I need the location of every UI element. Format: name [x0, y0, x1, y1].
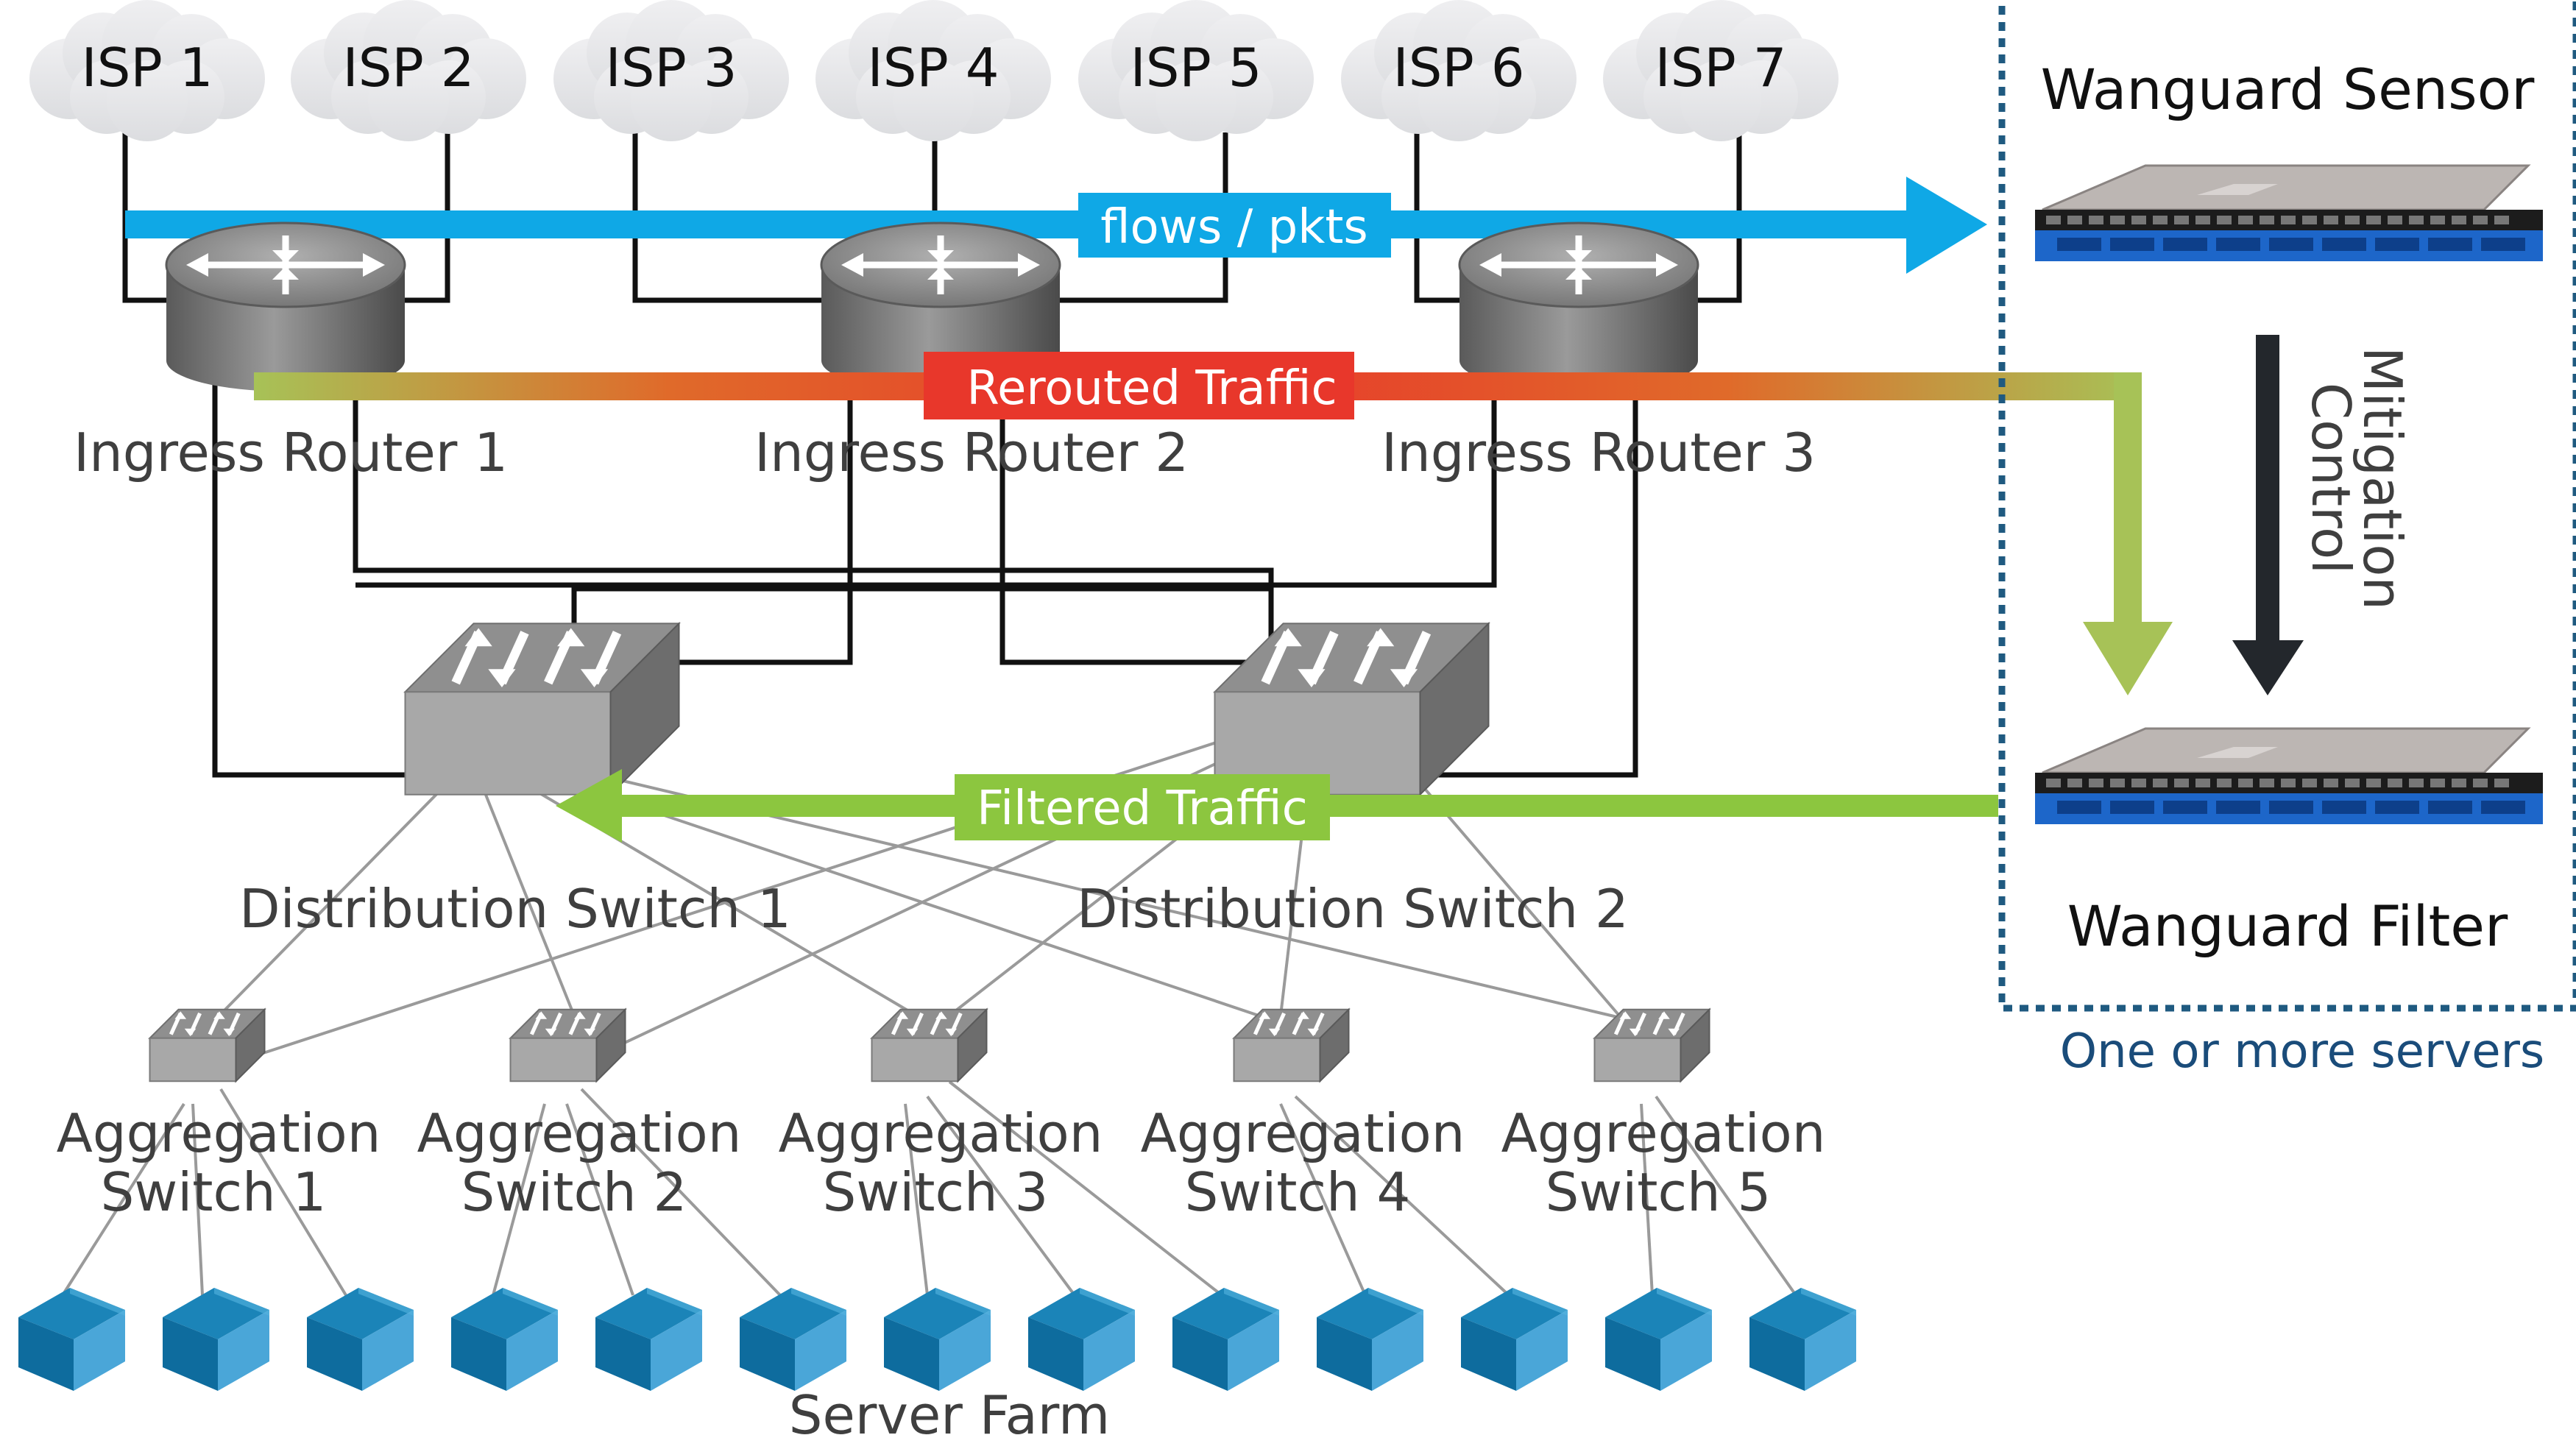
server-cube-icon [1749, 1288, 1856, 1391]
distribution-switch-2 [1213, 621, 1490, 797]
cloud-icon [1078, 0, 1314, 141]
server-cube-icon [740, 1288, 846, 1391]
filter-label: Wanguard Filter [2067, 893, 2508, 959]
switch-icon [403, 621, 681, 797]
isp-label: ISP 2 [342, 37, 474, 99]
aggregation-switch-5 [1593, 1007, 1711, 1083]
isp-cloud-1: ISP 1 [29, 0, 265, 141]
server-cube-icon [1172, 1288, 1279, 1391]
isp-cloud-5: ISP 5 [1078, 0, 1314, 141]
aggregation-label-line-2: Switch 2 [461, 1161, 687, 1223]
cloud-icon [291, 0, 526, 141]
server-farm-label: Server Farm [789, 1384, 1110, 1435]
ingress-router-1 [165, 222, 406, 391]
isp-label: ISP 4 [867, 37, 999, 99]
mitigation-arrow [2232, 335, 2304, 695]
server-cube-icon [18, 1288, 125, 1391]
server-cube-icon [1028, 1288, 1135, 1391]
aggregation-label-line-1: Aggregation [779, 1102, 1103, 1164]
ingress-routers [165, 222, 1699, 391]
switch-icon [870, 1007, 988, 1083]
isp-cloud-3: ISP 3 [553, 0, 789, 141]
distribution-labels: Distribution Switch 1 Distribution Switc… [239, 878, 1629, 940]
switch-icon [1593, 1007, 1711, 1083]
router-label-3: Ingress Router 3 [1381, 422, 1816, 483]
mitigation-label: Mitigation Control [2300, 347, 2413, 610]
server-cube-icon [595, 1288, 702, 1391]
isp-cloud-2: ISP 2 [291, 0, 526, 141]
isp-label: ISP 1 [81, 37, 213, 99]
isp-cloud-4: ISP 4 [815, 0, 1051, 141]
distribution-switch-1 [403, 621, 681, 797]
aggregation-label-line-2: Switch 3 [823, 1161, 1049, 1223]
isp-label: ISP 6 [1393, 37, 1524, 99]
aggregation-label-line-2: Switch 5 [1546, 1161, 1772, 1223]
filter-rack-server-icon [2035, 727, 2543, 824]
cloud-icon [1603, 0, 1839, 141]
switch-icon [1213, 621, 1490, 797]
aggregation-label-line-1: Aggregation [1501, 1102, 1826, 1164]
wanguard-dashed-border [1998, 0, 2576, 1012]
cloud-icon [815, 0, 1051, 141]
sensor-rack-server-icon [2035, 164, 2543, 261]
router-icon [165, 222, 406, 391]
isp-label: ISP 7 [1655, 37, 1786, 99]
flows-label: flows / pkts [1100, 200, 1368, 255]
sensor-label: Wanguard Sensor [2041, 57, 2536, 122]
filtered-traffic-arrow: Filtered Traffic [556, 769, 1998, 843]
aggregation-label-line-1: Aggregation [1141, 1102, 1465, 1164]
server-cube-icon [307, 1288, 414, 1391]
server-cube-icon [1317, 1288, 1423, 1391]
mitigation-line-1: Mitigation [2352, 347, 2413, 610]
server-cube-icon [451, 1288, 558, 1391]
server-cube-icon [1605, 1288, 1712, 1391]
mitigation-line-2: Control [2300, 383, 2362, 574]
router-icon [1458, 222, 1699, 391]
aggregation-label-line-1: Aggregation [417, 1102, 742, 1164]
router-labels: Ingress Router 1 Ingress Router 2 Ingres… [74, 422, 1816, 483]
server-cube-icon [884, 1288, 991, 1391]
isp-cloud-6: ISP 6 [1341, 0, 1577, 141]
rerouted-traffic-arrow: Rerouted Traffic [254, 352, 2173, 695]
aggregation-switch-1 [148, 1007, 266, 1083]
aggregation-label-line-2: Switch 4 [1185, 1161, 1411, 1223]
server-farm [18, 1288, 1856, 1391]
cloud-icon [29, 0, 265, 141]
distribution-switches [403, 621, 1490, 797]
server-cube-icon [1461, 1288, 1568, 1391]
aggregation-label-line-1: Aggregation [57, 1102, 381, 1164]
aggregation-switch-3 [870, 1007, 988, 1083]
wan-links [122, 132, 1742, 778]
switch-icon [1232, 1007, 1351, 1083]
aggregation-switch-2 [509, 1007, 627, 1083]
router-label-2: Ingress Router 2 [754, 422, 1189, 483]
ingress-router-3 [1458, 222, 1699, 391]
isp-label: ISP 3 [605, 37, 737, 99]
switch-icon [148, 1007, 266, 1083]
aggregation-label-line-2: Switch 1 [101, 1161, 327, 1223]
server-cube-icon [163, 1288, 269, 1391]
isp-label: ISP 5 [1130, 37, 1262, 99]
servers-note: One or more servers [2060, 1024, 2545, 1079]
aggregation-switch-4 [1232, 1007, 1351, 1083]
isp-clouds: ISP 1 ISP 2 ISP 3 ISP 4 ISP 5 ISP 6 ISP 7 [29, 0, 1839, 141]
dist-label-2: Distribution Switch 2 [1077, 878, 1629, 940]
rerouted-label: Rerouted Traffic [966, 361, 1337, 416]
isp-cloud-7: ISP 7 [1603, 0, 1839, 141]
router-label-1: Ingress Router 1 [74, 422, 508, 483]
cloud-icon [553, 0, 789, 141]
wanguard-panel: Wanguard Sensor Mitigation Control Wangu… [1998, 0, 2576, 1079]
cloud-icon [1341, 0, 1577, 141]
switch-icon [509, 1007, 627, 1083]
filtered-label: Filtered Traffic [977, 782, 1308, 836]
dist-label-1: Distribution Switch 1 [239, 878, 791, 940]
